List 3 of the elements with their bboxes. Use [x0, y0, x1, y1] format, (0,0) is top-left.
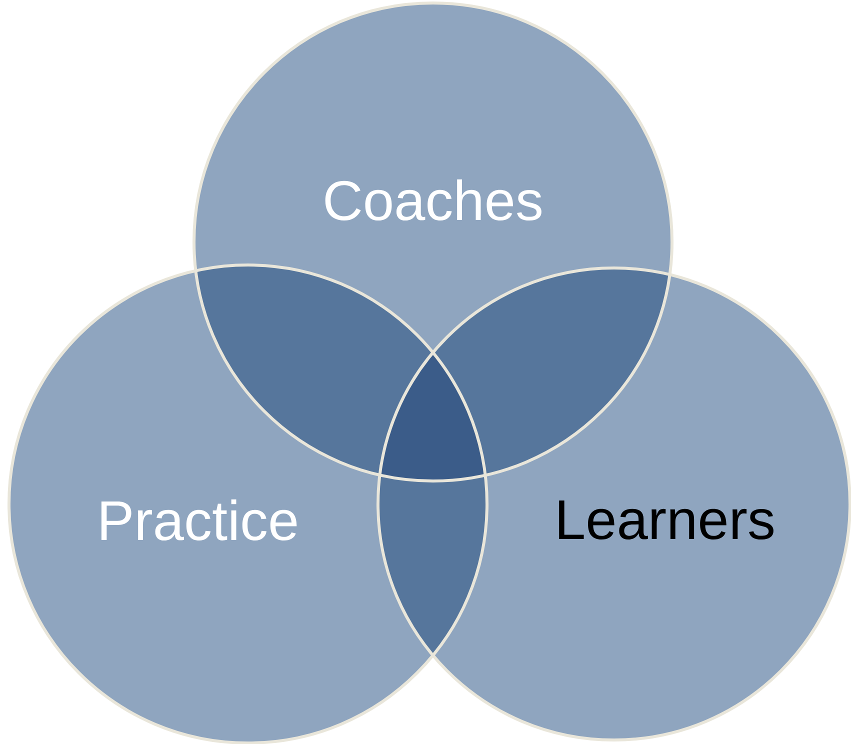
circle-label: Learners [559, 500, 774, 540]
circle-label: Practice [101, 499, 297, 541]
circle-label: Coaches [325, 179, 542, 221]
